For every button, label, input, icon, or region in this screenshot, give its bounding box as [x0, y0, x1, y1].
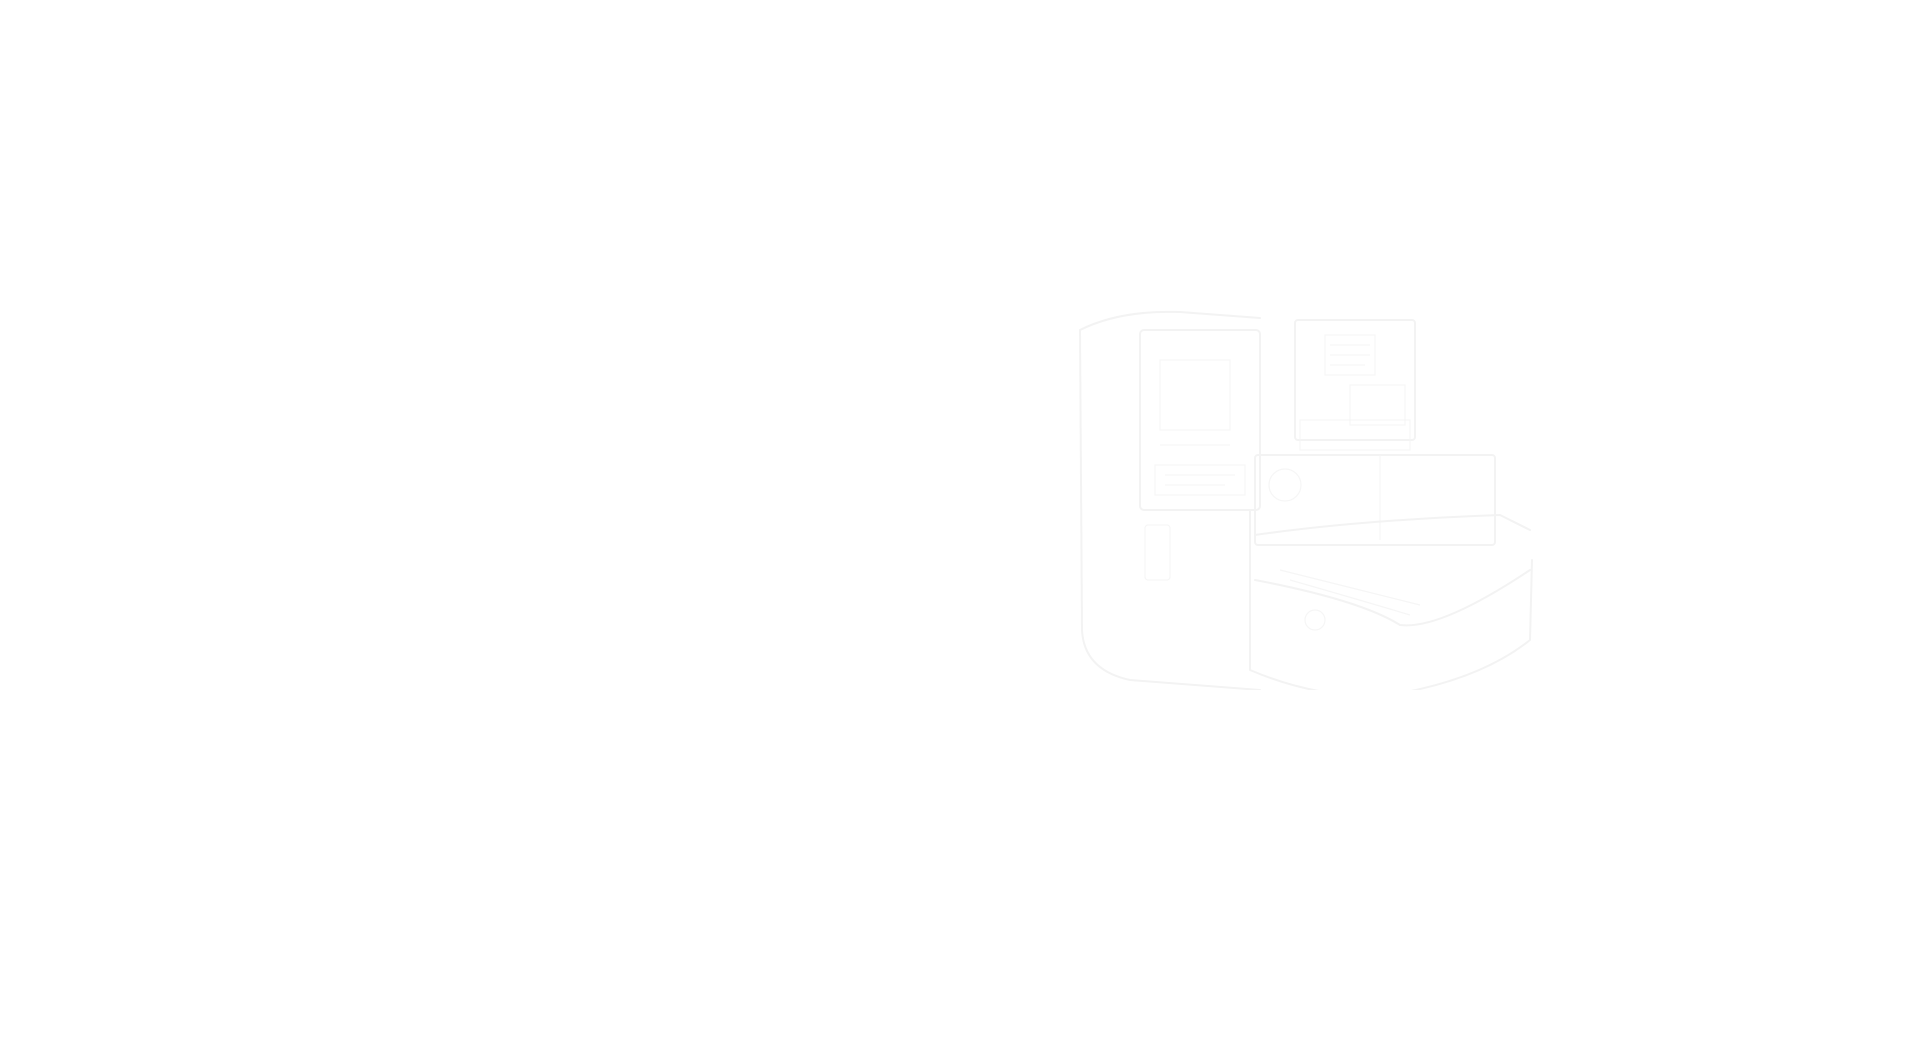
keyboard-icon	[1254, 514, 1531, 631]
phone-icon	[1144, 524, 1171, 581]
monitor-icon	[1254, 454, 1496, 546]
devices-documents-illustration-icon	[1060, 270, 1620, 697]
document-icon	[1294, 319, 1416, 451]
tablet-icon	[1139, 329, 1261, 511]
